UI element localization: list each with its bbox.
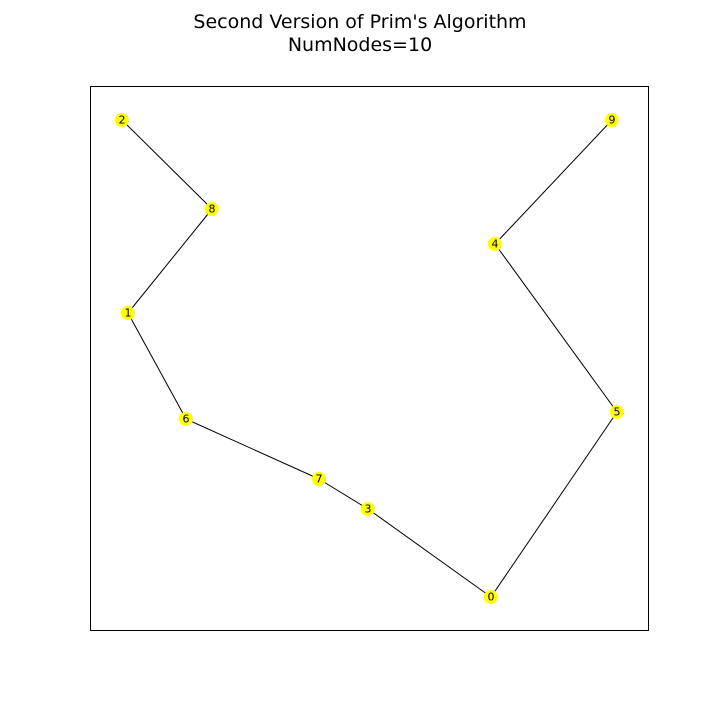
node-label: 3: [365, 503, 372, 516]
node-label: 0: [488, 591, 495, 604]
node-label: 4: [492, 238, 499, 251]
node-2: 2: [115, 113, 129, 127]
node-circle: [610, 405, 624, 419]
edge-7-3: [318, 478, 369, 510]
node-6: 6: [179, 412, 193, 426]
edge-5-4: [494, 243, 618, 413]
node-7: 7: [312, 472, 326, 486]
chart-title: Second Version of Prim's Algorithm: [193, 11, 527, 33]
node-circle: [179, 412, 193, 426]
node-label: 7: [316, 473, 323, 486]
edge-0-5: [490, 411, 618, 598]
edge-3-0: [367, 508, 492, 598]
node-circle: [205, 202, 219, 216]
node-label: 5: [614, 406, 621, 419]
nodes-layer: 0 1 2 3 4 5 6 7 8 9: [115, 113, 624, 604]
node-circle: [361, 502, 375, 516]
edge-4-9: [494, 119, 613, 245]
edge-1-6: [127, 312, 187, 420]
node-3: 3: [361, 502, 375, 516]
edge-6-7: [185, 418, 320, 480]
edges-layer: [121, 119, 618, 598]
node-circle: [488, 237, 502, 251]
node-5: 5: [610, 405, 624, 419]
plot-frame: [90, 86, 649, 631]
node-label: 6: [183, 413, 190, 426]
node-8: 8: [205, 202, 219, 216]
edge-8-1: [127, 208, 213, 314]
node-circle: [121, 306, 135, 320]
node-label: 1: [125, 307, 132, 320]
node-circle: [115, 113, 129, 127]
node-0: 0: [484, 590, 498, 604]
node-label: 8: [209, 203, 216, 216]
node-4: 4: [488, 237, 502, 251]
node-1: 1: [121, 306, 135, 320]
chart-subtitle: NumNodes=10: [287, 34, 433, 56]
node-label: 2: [119, 114, 126, 127]
node-label: 9: [609, 114, 616, 127]
node-circle: [484, 590, 498, 604]
node-circle: [312, 472, 326, 486]
node-circle: [605, 113, 619, 127]
node-9: 9: [605, 113, 619, 127]
edge-2-8: [121, 119, 213, 210]
